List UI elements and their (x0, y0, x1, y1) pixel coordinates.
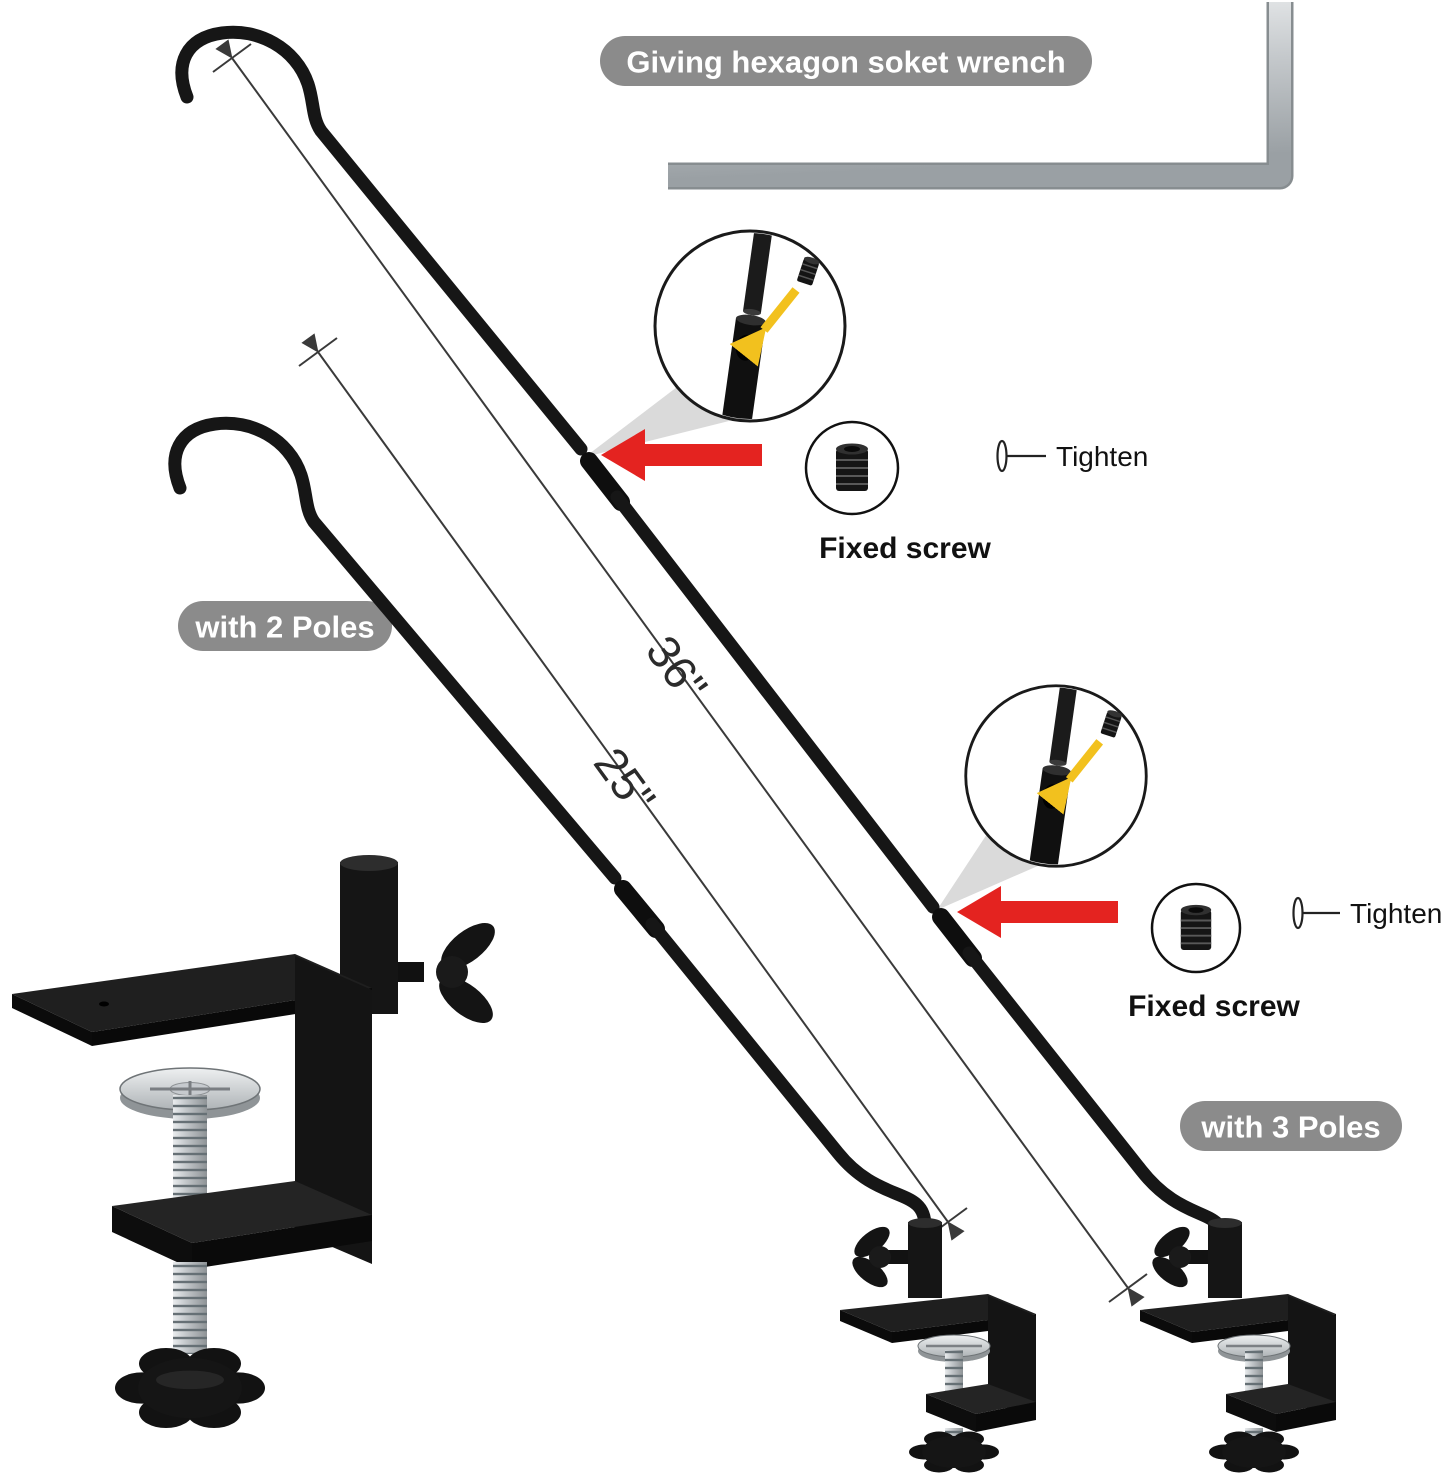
red-arrow-1 (601, 429, 762, 481)
with-3-poles-text: with 3 Poles (1200, 1110, 1380, 1145)
large-desk-clamp (12, 855, 495, 1429)
set-screw-icon (1179, 903, 1213, 951)
tighten-callout-2: Tighten (1292, 896, 1442, 930)
tighten-pin-icon-1 (996, 439, 1008, 473)
with-2-poles-badge: with 2 Poles (178, 601, 392, 651)
fixed-screw-callout-2: Fixed screw (1128, 882, 1301, 1023)
tighten-label-2: Tighten (1350, 898, 1442, 929)
set-screw-icon (835, 442, 869, 492)
red-arrow-2 (957, 886, 1118, 938)
with-3-poles-badge: with 3 Poles (1180, 1101, 1402, 1151)
fixed-screw-label-1: Fixed screw (819, 532, 991, 565)
fixed-screw-callout-1: Fixed screw (804, 420, 992, 565)
with-2-poles-text: with 2 Poles (194, 610, 374, 645)
fixed-screw-label-2: Fixed screw (1128, 990, 1300, 1023)
star-knob (115, 1347, 265, 1429)
tighten-callout-1: Tighten (996, 439, 1148, 473)
wrench-label-text: Giving hexagon soket wrench (626, 45, 1065, 80)
tighten-pin-icon-2 (1292, 896, 1304, 930)
allen-wrench-icon (668, 2, 1294, 190)
tighten-label-1: Tighten (1056, 441, 1148, 472)
wrench-label-badge: Giving hexagon soket wrench (600, 36, 1092, 86)
